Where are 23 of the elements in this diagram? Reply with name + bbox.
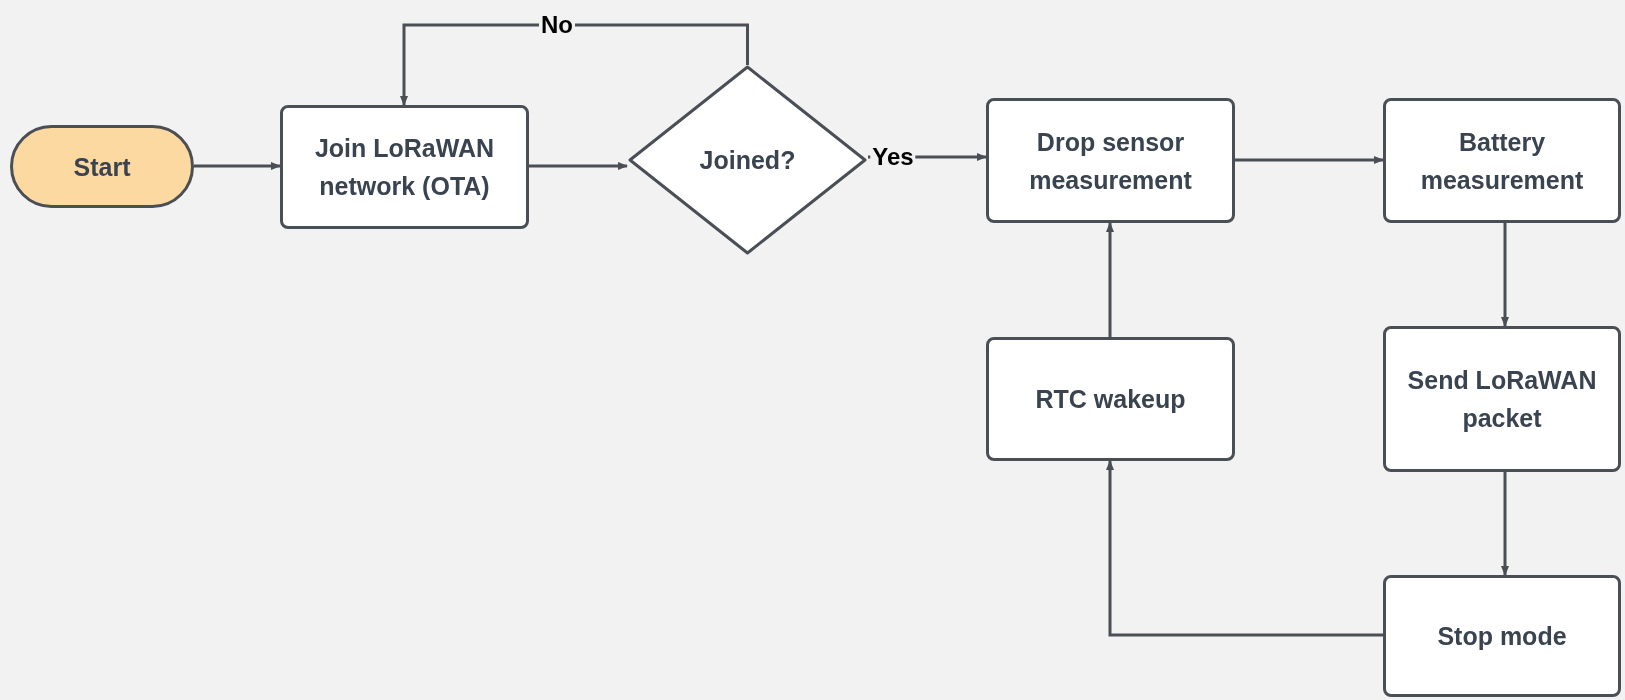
process-box — [986, 98, 1235, 223]
decision-diamond — [627, 65, 868, 255]
arrow — [529, 162, 628, 170]
node-text: Battery measurement — [1419, 126, 1585, 196]
node-text: Joined? — [699, 145, 796, 176]
arrow — [1235, 156, 1384, 164]
arrow — [1106, 222, 1114, 337]
arrow — [1106, 460, 1383, 637]
process-box — [1383, 326, 1621, 472]
node-text: Join LoRaWAN network (OTA) — [313, 133, 496, 202]
node-text: Start — [73, 151, 131, 183]
process-box — [986, 337, 1235, 461]
process-box — [1383, 575, 1621, 697]
node-text: Send LoRaWAN packet — [1406, 365, 1598, 434]
process-box — [1383, 98, 1621, 223]
node-text: RTC wakeup — [1035, 384, 1186, 415]
arrow — [400, 23, 749, 106]
process-box — [280, 105, 529, 229]
arrow — [1501, 223, 1509, 327]
arrow — [1501, 472, 1509, 576]
node-text: Stop mode — [1437, 621, 1567, 652]
node-text: Drop sensor measurement — [1028, 126, 1193, 196]
arrow — [194, 162, 281, 170]
